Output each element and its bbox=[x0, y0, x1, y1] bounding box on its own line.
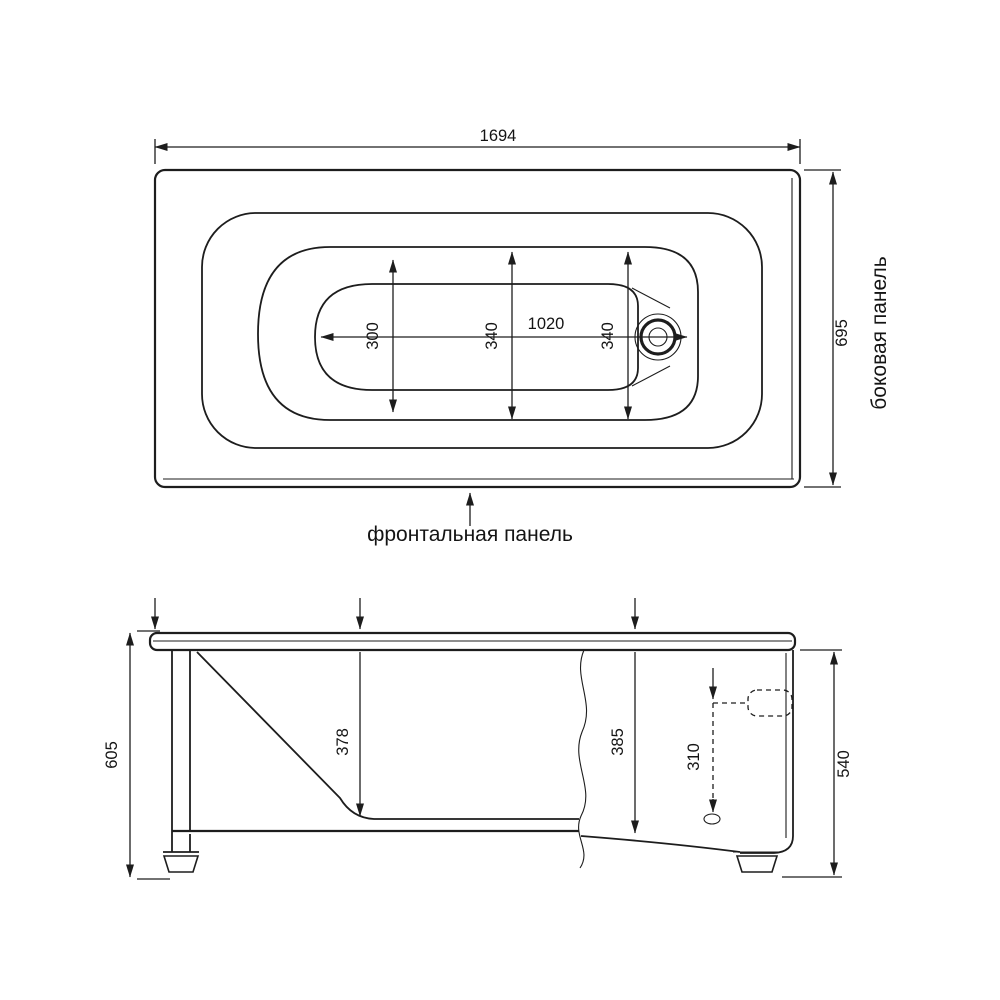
dim-width-mid-value: 340 bbox=[483, 322, 501, 350]
dim-overall-width: 695 bbox=[804, 169, 851, 488]
dim-total-height: 605 bbox=[103, 630, 170, 880]
dim-overall-length: 1694 bbox=[154, 127, 801, 164]
dim-width-left-value: 300 bbox=[364, 322, 382, 350]
basin-bottom-outline bbox=[314, 283, 639, 391]
dim-inner-length: 1020 bbox=[320, 315, 688, 341]
dim-panel-height-value: 540 bbox=[835, 750, 853, 778]
top-reference-arrows bbox=[151, 598, 639, 630]
dim-drain-offset: 310 bbox=[685, 668, 717, 813]
support-frame bbox=[162, 650, 579, 873]
dim-depth-front-value: 378 bbox=[334, 728, 352, 756]
rim-profile bbox=[148, 631, 797, 652]
dim-width-mid: 340 bbox=[483, 251, 516, 420]
front-panel-label: фронтальная панель bbox=[367, 523, 573, 546]
tub-outer-outline bbox=[153, 168, 802, 489]
dim-depth-rear-value: 385 bbox=[609, 728, 627, 756]
side-panel-label: боковая панель bbox=[868, 256, 891, 409]
dim-inner-length-value: 1020 bbox=[528, 315, 565, 333]
break-line bbox=[578, 649, 587, 869]
basin-opening-outline bbox=[257, 246, 699, 421]
overflow-centerlines bbox=[712, 702, 748, 808]
front-panel-callout: фронтальная панель bbox=[367, 492, 573, 546]
overflow-hole-dashed bbox=[747, 689, 793, 717]
dim-overall-width-value: 695 bbox=[833, 319, 851, 347]
dim-width-right-value: 340 bbox=[599, 322, 617, 350]
dim-total-height-value: 605 bbox=[103, 741, 121, 769]
top-view: 300 340 340 1020 1694 695 боковая панель bbox=[153, 127, 891, 546]
left-foot bbox=[162, 855, 200, 873]
tub-rim-outline bbox=[201, 212, 763, 449]
side-view: 378 385 310 605 540 bbox=[103, 598, 853, 880]
right-body bbox=[580, 650, 794, 873]
drain-shelf-chamfers bbox=[631, 287, 671, 387]
right-foot bbox=[735, 855, 779, 873]
basin-profile bbox=[196, 651, 579, 820]
dim-depth-front: 378 bbox=[334, 652, 364, 817]
dim-panel-height: 540 bbox=[782, 649, 853, 878]
dim-width-right: 340 bbox=[599, 251, 632, 420]
dim-drain-offset-value: 310 bbox=[685, 743, 703, 771]
dim-overall-length-value: 1694 bbox=[480, 127, 517, 145]
dim-depth-rear: 385 bbox=[609, 652, 639, 834]
panel-edge-lines bbox=[163, 178, 794, 480]
drain-outlet-side bbox=[703, 813, 721, 825]
